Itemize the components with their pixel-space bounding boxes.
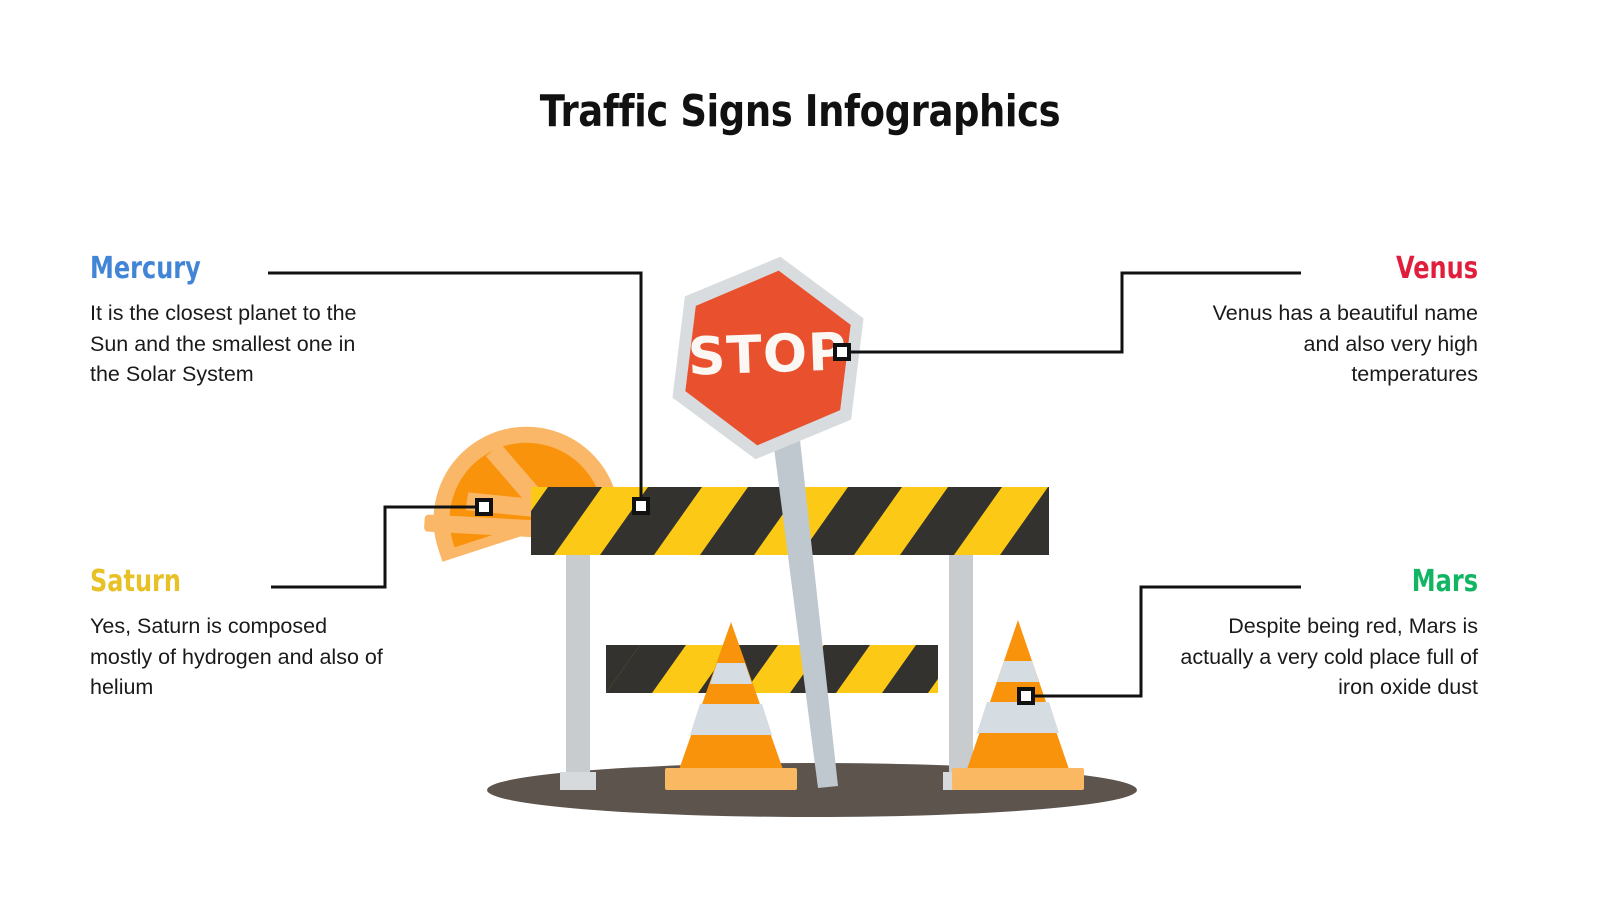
block-heading-mercury: Mercury: [90, 251, 201, 286]
block-body-saturn: Yes, Saturn is composed mostly of hydrog…: [90, 614, 383, 699]
block-body-mercury: It is the closest planet to the Sun and …: [90, 301, 357, 386]
stop-sign-post: [773, 440, 838, 788]
traffic-cone-left: [665, 622, 797, 790]
barrier-plank-upper: [531, 487, 1049, 555]
info-block-mars: Mars Despite being red, Mars is actually…: [1178, 565, 1478, 703]
page-title: Traffic Signs Infographics: [539, 86, 1061, 137]
block-heading-venus: Venus: [1396, 251, 1478, 286]
block-body-venus: Venus has a beautiful name and also very…: [1212, 301, 1478, 386]
barrier-plank-lower: [606, 645, 938, 693]
block-heading-mars: Mars: [1411, 564, 1478, 599]
info-block-venus: Venus Venus has a beautiful name and als…: [1178, 252, 1478, 390]
info-block-saturn: Saturn Yes, Saturn is composed mostly of…: [90, 565, 390, 703]
block-body-mars: Despite being red, Mars is actually a ve…: [1180, 614, 1478, 699]
stop-sign: STOP: [672, 256, 864, 460]
stop-sign-text: STOP: [687, 322, 848, 388]
info-block-mercury: Mercury It is the closest planet to the …: [90, 252, 390, 390]
barrier-legs: [560, 545, 979, 790]
block-heading-saturn: Saturn: [90, 564, 181, 599]
